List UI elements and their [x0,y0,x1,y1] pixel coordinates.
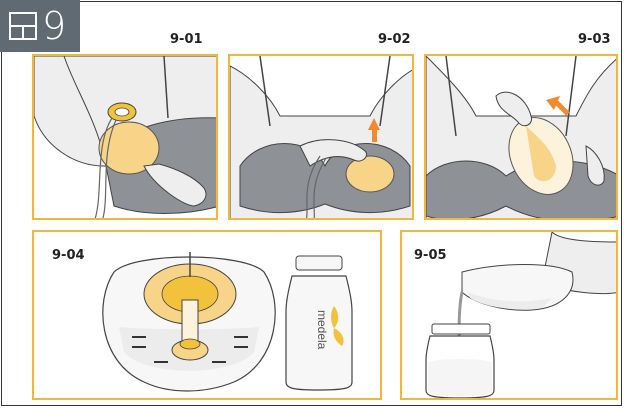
step-label-9-03: 9-03 [578,32,611,47]
section-grid-icon [8,11,38,41]
illustration-pour-milk [402,232,618,400]
panel-step-9-02 [228,54,414,220]
step-label-9-02: 9-02 [378,32,411,47]
step-label-9-01: 9-01 [170,32,203,47]
illustration-lift-pump [230,56,414,220]
section-badge: 9 [0,0,80,52]
illustration-remove-pump [426,56,618,220]
illustration-insert-pump [34,56,218,220]
bottle-brand-text: medela [315,310,329,350]
section-number: 9 [42,7,66,45]
illustration-disassembled-pump: medela [34,232,382,400]
panel-step-9-01 [32,54,218,220]
panel-step-9-04: 9-04 medela [32,230,382,400]
panel-step-9-03 [424,54,618,220]
panel-step-9-05: 9-05 [400,230,618,400]
